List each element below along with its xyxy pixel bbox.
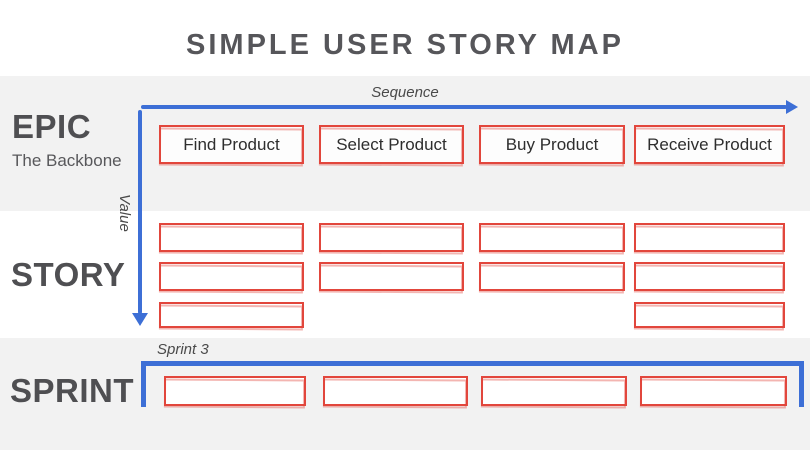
sequence-arrow — [141, 105, 787, 109]
sprint-card — [481, 376, 627, 406]
story-row-label: STORY — [11, 256, 126, 293]
story-card — [634, 262, 785, 291]
story-card — [479, 223, 625, 252]
page-title: SIMPLE USER STORY MAP — [186, 29, 624, 61]
sprint-card — [640, 376, 787, 406]
epic-row-sublabel: The Backbone — [12, 151, 122, 170]
story-card — [159, 262, 304, 291]
epic-card-label: Select Product — [336, 134, 447, 154]
sprint-bracket — [141, 361, 804, 407]
sequence-axis-label: Sequence — [371, 84, 439, 101]
story-card — [319, 223, 464, 252]
sprint-annotation-label: Sprint 3 — [157, 341, 209, 358]
epic-card-receive-product: Receive Product — [634, 125, 785, 164]
story-card — [634, 223, 785, 252]
value-axis-label: Value — [116, 194, 133, 232]
value-arrowhead-icon — [132, 313, 148, 326]
sequence-arrowhead-icon — [786, 100, 798, 114]
story-card — [159, 302, 304, 328]
epic-row-label: EPIC — [12, 108, 92, 145]
sprint-card — [323, 376, 468, 406]
story-card — [479, 262, 625, 291]
story-card — [634, 302, 785, 328]
epic-card-buy-product: Buy Product — [479, 125, 625, 164]
story-card — [159, 223, 304, 252]
sprint-row-label: SPRINT — [10, 372, 135, 409]
value-arrow — [138, 110, 142, 314]
story-card — [319, 262, 464, 291]
epic-card-label: Receive Product — [647, 134, 772, 154]
epic-card-label: Buy Product — [505, 134, 599, 154]
epic-card-label: Find Product — [183, 134, 280, 154]
sprint-card — [164, 376, 306, 406]
epic-card-find-product: Find Product — [159, 125, 304, 164]
epic-card-select-product: Select Product — [319, 125, 464, 164]
